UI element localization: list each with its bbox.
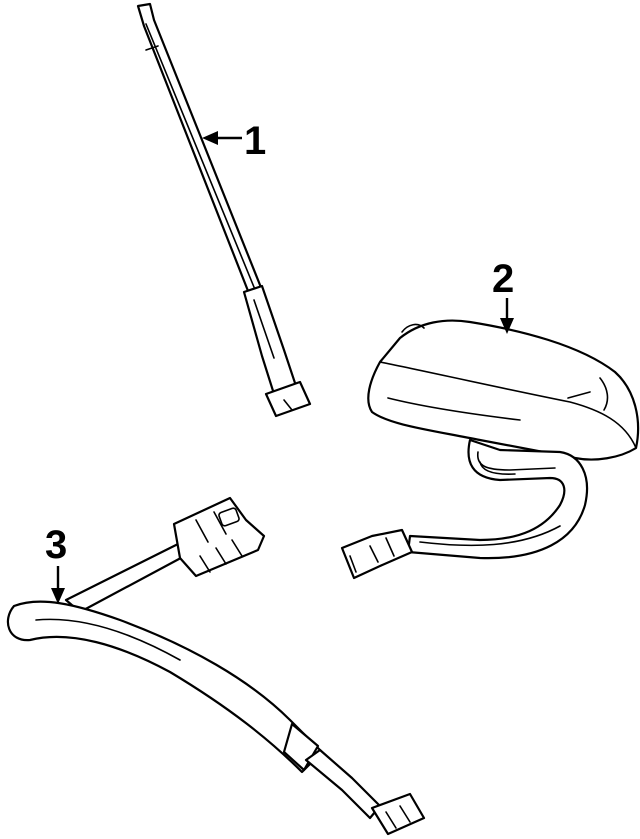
part-3-antenna-cable[interactable] (6, 496, 426, 836)
part-1-antenna-mast[interactable] (136, 2, 312, 418)
part-2-antenna-base[interactable] (340, 319, 640, 580)
callout-2-label: 2 (492, 257, 514, 301)
callout-3-label: 3 (45, 523, 67, 567)
callout-1: 1 (202, 119, 266, 163)
callout-1-label: 1 (244, 119, 266, 163)
callout-2: 2 (492, 257, 514, 334)
callout-3: 3 (45, 523, 67, 604)
